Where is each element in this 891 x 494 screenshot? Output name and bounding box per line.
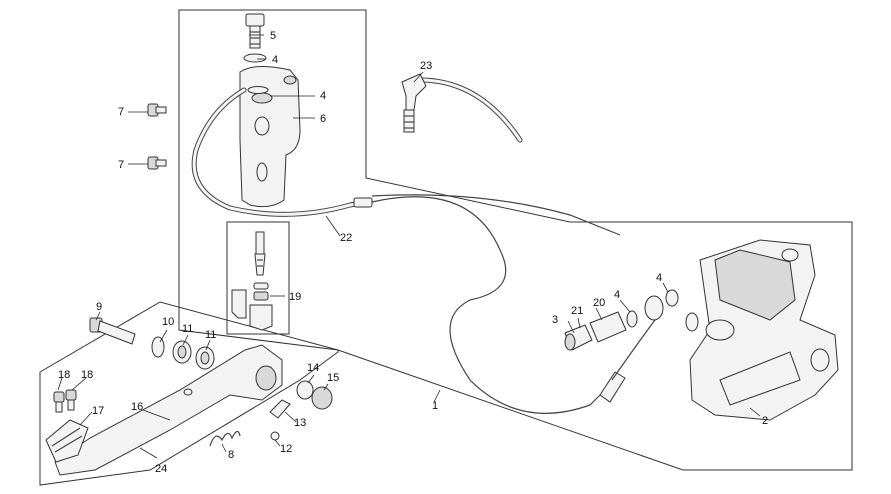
brake-lever-group — [45, 317, 333, 476]
banjo-bolt-caliper — [589, 311, 627, 343]
brake-lever — [54, 344, 283, 476]
callout-4: 4 — [272, 54, 278, 66]
callout-13: 13 — [294, 417, 306, 429]
lever-frame — [39, 301, 339, 486]
leader-lines — [57, 34, 761, 459]
callout-8: 8 — [228, 449, 234, 461]
caliper-banjo-fittings — [564, 289, 699, 351]
callout-24: 24 — [155, 463, 167, 475]
washer-14 — [296, 380, 314, 400]
callout-4: 4 — [614, 289, 620, 301]
master-cylinder-body — [239, 66, 301, 208]
callout-12: 12 — [280, 443, 292, 455]
callout-labels: 5 4 4 6 7 7 23 22 19 9 10 11 11 14 15 13… — [58, 30, 768, 475]
assembly-frame — [178, 9, 853, 471]
callout-19: 19 — [289, 291, 301, 303]
tip-bolt — [65, 389, 77, 401]
nut-15 — [311, 386, 333, 410]
callout-5: 5 — [270, 30, 276, 42]
callout-18: 18 — [58, 369, 70, 381]
callout-20: 20 — [593, 297, 605, 309]
callout-18: 18 — [81, 369, 93, 381]
callout-1: 1 — [432, 400, 438, 412]
callout-14: 14 — [307, 362, 319, 374]
callout-16: 16 — [131, 401, 143, 413]
callout-22: 22 — [340, 232, 352, 244]
callout-23: 23 — [420, 60, 432, 72]
callout-15: 15 — [327, 372, 339, 384]
circlip — [151, 336, 165, 358]
brake-line — [371, 196, 601, 414]
callout-4: 4 — [656, 272, 662, 284]
master-cylinder-group — [147, 13, 301, 208]
callout-2: 2 — [762, 415, 768, 427]
callout-11: 11 — [205, 329, 216, 341]
callout-6: 6 — [320, 113, 326, 125]
tip-bolt — [53, 391, 65, 403]
callout-21: 21 — [571, 305, 583, 317]
callout-7: 7 — [118, 159, 124, 171]
callout-10: 10 — [162, 316, 174, 328]
banjo-bolt — [245, 13, 265, 27]
sealing-washer — [243, 53, 267, 63]
callout-3: 3 — [552, 314, 558, 326]
callout-11: 11 — [182, 323, 193, 335]
reservoir-hose — [401, 73, 523, 143]
callout-17: 17 — [92, 405, 104, 417]
callout-9: 9 — [96, 301, 102, 313]
brake-caliper — [689, 239, 839, 421]
callout-7: 7 — [118, 106, 124, 118]
return-spring — [209, 430, 241, 447]
callout-4: 4 — [320, 90, 326, 102]
push-rod-kit — [226, 221, 290, 335]
